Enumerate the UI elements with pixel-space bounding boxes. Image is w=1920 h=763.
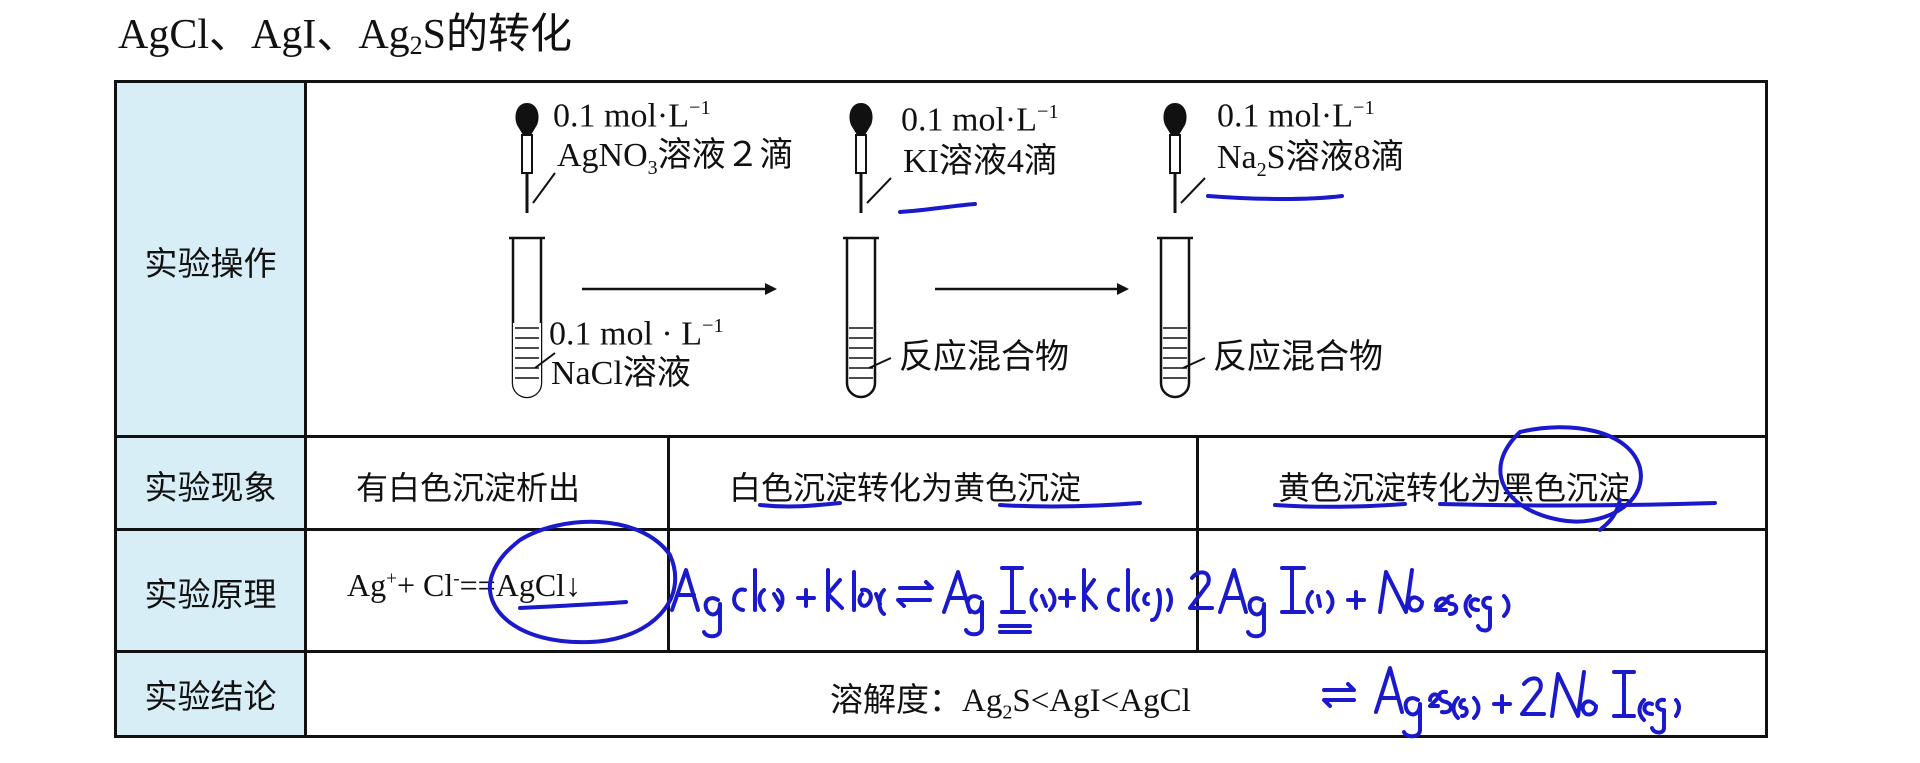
row-divider	[117, 435, 1765, 438]
principle-equation: Ag++ Cl-==AgCl↓	[347, 567, 582, 603]
tube3-drop-concentration: 0.1 mol·L−1	[1217, 97, 1375, 135]
tube1-concentration: 0.1 mol · L−1	[549, 315, 724, 353]
test-tube-1	[509, 103, 556, 399]
test-tube-3	[1157, 103, 1206, 399]
conclusion-text: 溶解度：Ag2S<AgI<AgCl	[830, 683, 1191, 724]
row-header-phenomenon: 实验现象	[117, 438, 307, 531]
phenomenon-1: 有白色沉淀析出	[356, 469, 581, 507]
row-header-operation: 实验操作	[117, 83, 307, 438]
tube1-reagent: NaCl溶液	[551, 355, 691, 392]
tube2-drop-reagent: KI溶液4滴	[903, 143, 1058, 180]
row-divider	[117, 650, 1765, 653]
row-divider	[117, 528, 1765, 531]
tube3-mixture-label: 反应混合物	[1213, 339, 1383, 376]
tube2-drop-concentration: 0.1 mol·L−1	[901, 101, 1059, 139]
phenomenon-2: 白色沉淀转化为黄色沉淀	[729, 469, 1082, 507]
col-divider	[667, 435, 670, 653]
dropper-bulb-icon	[515, 103, 539, 135]
tube1-drop-reagent: AgNO3溶液２滴	[557, 137, 794, 179]
test-tube-2	[843, 103, 892, 399]
col-divider	[1196, 435, 1199, 653]
tube3-drop-reagent: Na2S溶液8滴	[1217, 139, 1405, 181]
apparatus-diagram	[509, 103, 1206, 399]
experiment-table: 实验操作 实验现象 实验原理 实验结论	[114, 80, 1768, 738]
page-title: AgCl、AgI、Ag2S的转化	[118, 12, 573, 60]
arrow-right-icon	[582, 283, 777, 295]
row-header-principle: 实验原理	[117, 531, 307, 653]
tube1-drop-concentration: 0.1 mol·L−1	[553, 97, 711, 135]
row-header-conclusion: 实验结论	[117, 653, 307, 735]
phenomenon-3: 黄色沉淀转化为黑色沉淀	[1278, 469, 1631, 507]
arrow-right-icon	[935, 283, 1129, 295]
tube2-mixture-label: 反应混合物	[899, 339, 1069, 376]
